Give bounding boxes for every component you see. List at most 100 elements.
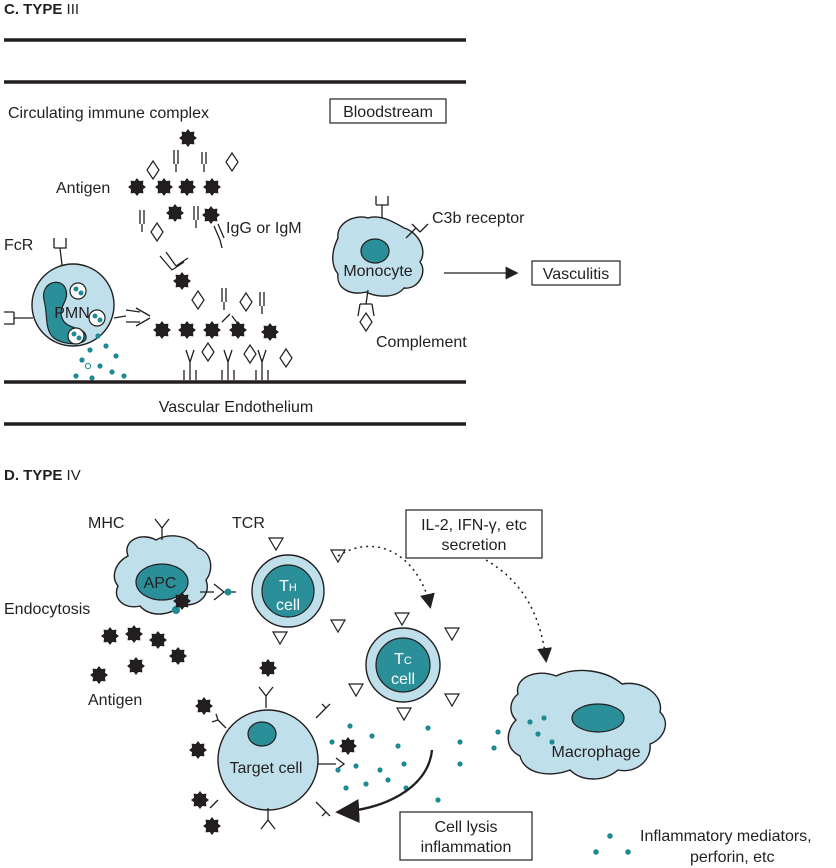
spiky-antigen-icon — [202, 206, 220, 224]
th-label: TH — [279, 578, 297, 595]
complement-receptor-icon — [357, 289, 375, 317]
triangle-tcr-icon — [268, 537, 284, 551]
spiky-antigen-icon — [173, 272, 191, 290]
receptor-antibody-icon — [221, 349, 235, 380]
th-cell: TH cell — [251, 554, 325, 628]
y-antibody-icon — [201, 152, 207, 172]
th-cell-label: cell — [276, 597, 300, 614]
spiky-antigen-icon — [203, 178, 221, 196]
spiky-antigen-icon — [259, 659, 277, 677]
type3-heading: C. TYPE III — [4, 1, 79, 18]
spiky-antigen-icon — [203, 321, 221, 339]
y-antibody-icon — [221, 288, 227, 310]
circulating-immune-complex-label: Circulating immune complex — [8, 105, 209, 122]
diamond-antigen-icon — [191, 290, 205, 310]
triangle-tcr-icon — [272, 631, 288, 645]
y-antibody-icon — [213, 223, 225, 249]
triangle-tcr-icon — [330, 619, 346, 633]
diamond-antigen-icon — [225, 152, 239, 172]
c3b-receptor-icon — [405, 223, 429, 239]
pmn-label: PMN — [54, 305, 90, 322]
monocyte-cell: Monocyte — [332, 216, 424, 297]
target-cell-label: Target cell — [230, 760, 303, 777]
spiky-antigen-icon — [339, 737, 357, 755]
spiky-antigen-icon — [203, 817, 221, 835]
tcr-label: TCR — [232, 515, 265, 532]
triangle-tcr-icon — [348, 683, 364, 697]
triangle-tcr-icon — [444, 627, 460, 641]
receptor-antibody-icon — [183, 349, 197, 380]
antigen-label-t3: Antigen — [56, 180, 110, 197]
diamond-antigen-icon — [279, 348, 293, 368]
cytokine-box — [405, 509, 543, 559]
diamond-antigen-icon — [359, 312, 373, 332]
igg-igm-label: IgG or IgM — [226, 220, 302, 237]
spiky-antigen-icon — [155, 178, 173, 196]
spiky-antigen-icon — [90, 666, 108, 684]
spiky-antigen-icon — [261, 323, 279, 341]
spiky-antigen-icon — [195, 697, 213, 715]
spiky-antigen-icon — [189, 741, 207, 759]
cytokine-label-line1: IL-2, IFN-γ, etc — [421, 517, 527, 534]
inflammatory-mediator-dots — [329, 723, 501, 803]
diamond-antigen-icon — [201, 342, 215, 362]
cytokine-label-line2: secretion — [442, 537, 507, 554]
spiky-antigen-icon — [178, 321, 196, 339]
tc-cell: TC cell — [365, 627, 441, 703]
cell-lysis-box — [399, 811, 533, 861]
bound-immune-complexes — [153, 288, 293, 380]
pmn-cell: PMN — [31, 263, 115, 347]
spiky-antigen-icon — [149, 631, 167, 649]
fcr-label: FcR — [4, 237, 33, 254]
vasculitis-label: Vasculitis — [543, 266, 609, 283]
apc-label: APC — [144, 575, 177, 592]
complement-label: Complement — [376, 334, 467, 351]
receptor-icon — [315, 801, 331, 817]
receptor-antibody-icon — [255, 349, 269, 380]
antigen-label-t4: Antigen — [88, 692, 142, 709]
mediator-legend-dots — [593, 833, 631, 855]
lysis-arrow — [335, 749, 434, 824]
receptor-icon — [258, 686, 274, 709]
y-antibody-icon — [159, 251, 189, 271]
c3b-receptor-icon — [375, 196, 389, 218]
y-antibody-icon — [221, 313, 239, 325]
endocytosis-label: Endocytosis — [4, 601, 90, 618]
spiky-antigen-icon — [179, 129, 197, 147]
spiky-antigen-icon — [178, 178, 196, 196]
bloodstream-label: Bloodstream — [343, 104, 433, 121]
receptor-icon — [209, 799, 219, 809]
receptor-icon — [211, 713, 227, 729]
receptor-icon — [318, 757, 346, 771]
antigen-cluster-t4 — [90, 625, 277, 684]
y-antibody-icon — [173, 150, 179, 172]
presented-antigen — [224, 588, 232, 596]
target-cell: Target cell — [217, 709, 319, 811]
fc-receptor-bound-icon — [113, 307, 151, 327]
c3b-receptor-label: C3b receptor — [432, 210, 525, 227]
monocyte-label: Monocyte — [343, 263, 412, 280]
y-antibody-icon — [193, 206, 199, 228]
circulating-immune-complex — [128, 129, 239, 249]
spiky-antigen-icon — [128, 178, 146, 196]
apc-cell: APC — [113, 535, 212, 615]
diamond-antigen-icon — [146, 160, 160, 180]
receptor-icon — [315, 703, 331, 719]
vasculitis-box — [531, 260, 621, 286]
spiky-antigen-icon — [101, 627, 119, 645]
spiky-antigen-icon — [153, 321, 171, 339]
cell-lysis-label-line1: Cell lysis — [434, 819, 497, 836]
tc-label: TC — [394, 651, 412, 668]
macrophage-label: Macrophage — [552, 744, 641, 761]
y-antibody-icon — [139, 210, 145, 232]
mediator-legend-line1: Inflammatory mediators, — [640, 828, 812, 845]
cytokine-arrow-to-macrophage — [485, 559, 553, 663]
diamond-antigen-icon — [150, 222, 164, 242]
cell-lysis-label-line2: inflammation — [421, 839, 512, 856]
macrophage-cell: Macrophage — [507, 669, 666, 780]
spiky-antigen-icon — [173, 592, 191, 610]
y-antibody-icon — [259, 292, 265, 314]
mediator-legend-line2: perforin, etc — [690, 849, 774, 866]
endothelium-label: Vascular Endothelium — [159, 399, 313, 416]
